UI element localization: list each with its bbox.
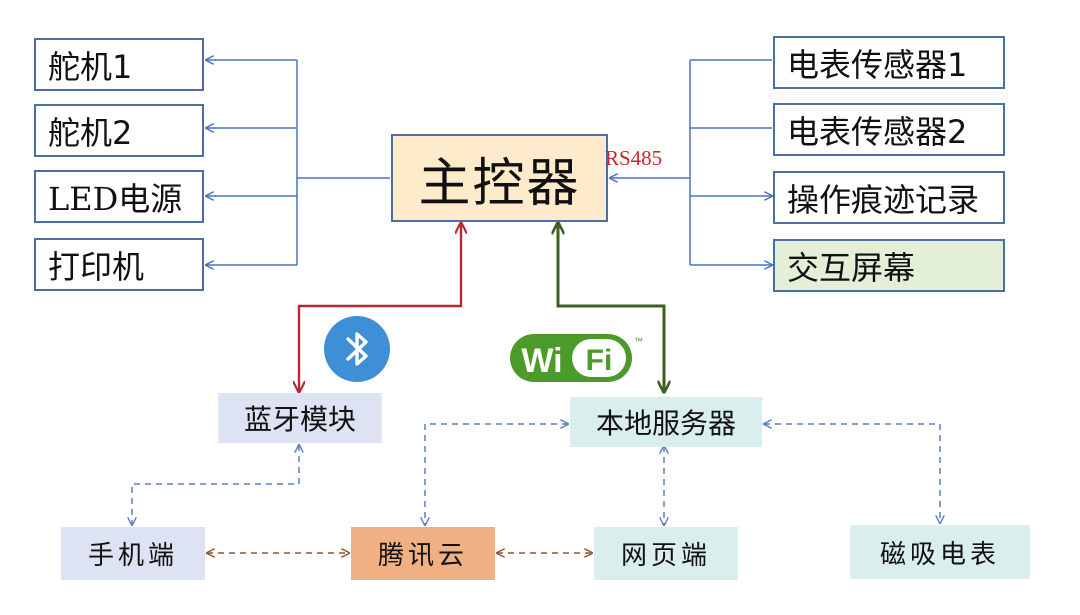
bluetooth-module-box: 蓝牙模块 (218, 393, 382, 443)
dashed-server-links (132, 424, 940, 525)
tencent-cloud-label: 腾讯云 (377, 541, 468, 571)
wifi-logo: Wi Fi ™ (510, 334, 643, 382)
touch-screen-box: 交互屏幕 (773, 239, 1005, 292)
wifi-trademark: ™ (634, 336, 643, 346)
meter-sensor-1-label: 电表传感器1 (787, 45, 968, 84)
led-power-label: LED电源 (48, 179, 183, 218)
left-output-lines (206, 60, 390, 265)
magnetic-meter-label: 磁吸电表 (879, 539, 1000, 570)
servo-2-label: 舵机2 (48, 113, 133, 152)
operation-log-label: 操作痕迹记录 (787, 180, 980, 219)
web-client-box: 网页端 (594, 527, 738, 580)
local-server-box: 本地服务器 (570, 397, 762, 447)
bluetooth-link (299, 223, 461, 392)
main-controller-box: 主控器 (391, 134, 608, 222)
right-input-lines (610, 59, 772, 265)
servo-1-label: 舵机1 (48, 47, 133, 86)
rs485-label: RS485 (605, 146, 663, 170)
web-client-label: 网页端 (620, 541, 711, 571)
magnetic-meter-box: 磁吸电表 (850, 525, 1030, 579)
mobile-client-label: 手机端 (87, 541, 178, 571)
wifi-text-left: Wi (521, 342, 562, 380)
bluetooth-module-label: 蓝牙模块 (243, 403, 356, 436)
wifi-text-right: Fi (586, 344, 613, 377)
bluetooth-icon (324, 316, 390, 382)
operation-log-box: 操作痕迹记录 (773, 171, 1005, 224)
servo-1-box: 舵机1 (34, 38, 204, 91)
meter-sensor-2-label: 电表传感器2 (787, 112, 968, 151)
printer-label: 打印机 (48, 247, 145, 286)
servo-2-box: 舵机2 (34, 104, 204, 157)
touch-screen-label: 交互屏幕 (787, 248, 916, 287)
meter-sensor-1-box: 电表传感器1 (773, 36, 1005, 89)
local-server-label: 本地服务器 (595, 407, 736, 440)
printer-box: 打印机 (34, 238, 204, 291)
meter-sensor-2-box: 电表传感器2 (773, 103, 1005, 156)
wifi-link (558, 223, 664, 392)
tencent-cloud-box: 腾讯云 (351, 527, 495, 580)
mobile-client-box: 手机端 (61, 527, 205, 580)
main-controller-label: 主控器 (418, 153, 581, 214)
led-power-box: LED电源 (34, 170, 204, 223)
